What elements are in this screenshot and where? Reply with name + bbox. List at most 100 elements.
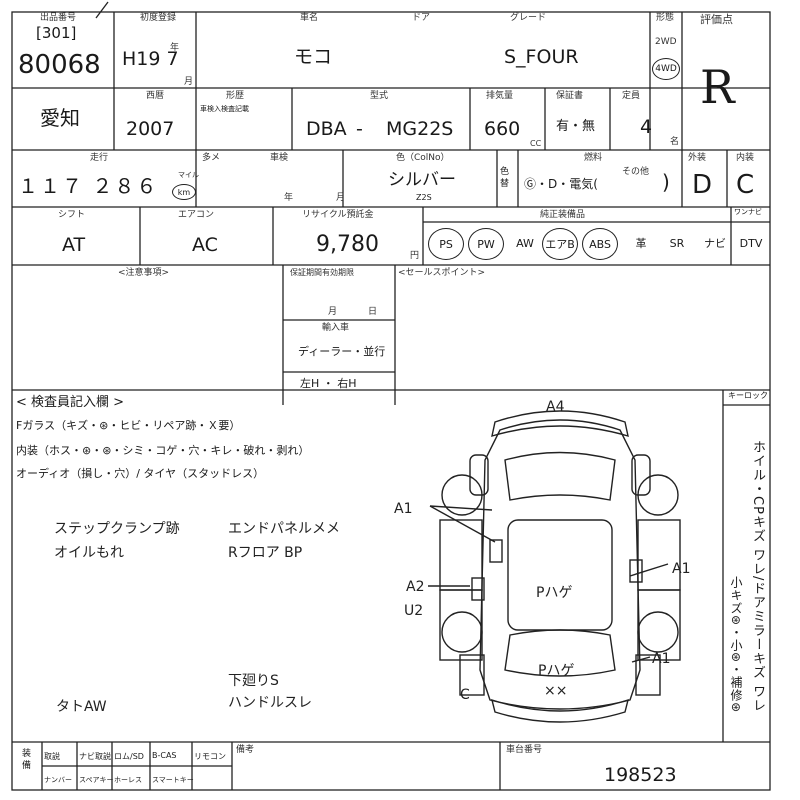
equip-label: 純正装備品 <box>540 210 586 220</box>
import-hand: 左H ・ 右H <box>300 377 357 390</box>
car-diagram <box>428 410 681 723</box>
fuel-label: 燃料 <box>584 153 603 163</box>
model-dash: - <box>356 118 363 140</box>
shaken-label: 車検 <box>270 153 289 163</box>
auction-label: 出品番号 <box>40 13 77 23</box>
equip-item: エアB <box>542 228 578 260</box>
displacement: 660 <box>484 118 521 140</box>
option-item: ロム/SD <box>114 752 144 761</box>
inspector-glass: Fガラス（キズ・⊛・ヒビ・リペア跡・Ｘ要） <box>16 419 241 432</box>
inspector-title: < 検査員記入欄 > <box>16 395 125 410</box>
remarks-label: 備考 <box>236 745 255 755</box>
option-item: B-CAS <box>152 751 177 760</box>
option-item: スマートキー <box>152 776 194 784</box>
diagram-xx: ×× <box>544 683 568 699</box>
equip-item: SR <box>669 236 685 250</box>
meter-label: 多メ <box>202 153 221 163</box>
interior: C <box>736 170 755 200</box>
inspection-label: 保証書 <box>556 91 584 101</box>
km-unit-circled: km <box>172 184 196 200</box>
history-label: 形歴 <box>226 91 245 101</box>
handwritten-note-3: エンドパネルメメ <box>228 521 340 537</box>
equip-item: PS <box>428 228 464 260</box>
model: MG22S <box>386 118 454 140</box>
model-prefix: DBA <box>306 118 347 140</box>
equip-item: PW <box>468 228 504 260</box>
shift: AT <box>62 234 86 256</box>
model-label: 型式 <box>370 91 389 101</box>
sales-label: <セールスポイント> <box>398 268 486 278</box>
displacement-label: 排気量 <box>486 91 514 101</box>
color-code: Z2S <box>416 193 432 202</box>
warranty-month: 月 <box>328 307 338 317</box>
shift-label: シフト <box>58 210 86 220</box>
side-note-2: 小キズ⊛・小⊛・補修⊛ <box>729 576 743 714</box>
month-suffix: 月 <box>184 77 194 87</box>
color-label: 色（ColNo） <box>396 153 450 163</box>
handwritten-note-4: Rフロア BP <box>228 545 303 561</box>
grade: S_FOUR <box>504 46 579 68</box>
options-label: 装備 <box>22 749 32 771</box>
import-label: 輸入車 <box>322 323 350 333</box>
import-type: ディーラー・並行 <box>298 345 386 358</box>
ac: AC <box>192 234 218 256</box>
vin: 198523 <box>604 764 677 786</box>
option-item: スペアキー <box>79 776 114 784</box>
exterior: D <box>692 170 713 200</box>
option-item: リモコン <box>194 752 226 761</box>
color-change-label: 色替 <box>500 167 510 189</box>
model-year-label: 西暦 <box>146 91 165 101</box>
score: R <box>700 60 735 114</box>
ac-label: エアコン <box>178 210 215 220</box>
capacity-unit: 名 <box>670 137 680 147</box>
mileage: １１７ ２８６ <box>18 174 159 198</box>
reg-year: H19 7 <box>122 48 179 70</box>
handwritten-note-7: タトAW <box>56 699 107 715</box>
drive-2wd: 2WD <box>655 37 677 47</box>
recycle-label: リサイクル預託金 <box>302 210 374 220</box>
inspector-interior: 内装（ホス・⊛・⊛・シミ・コゲ・穴・キレ・破れ・剥れ） <box>16 444 310 457</box>
warranty-label: 保証期間有効期限 <box>290 268 354 277</box>
inspector-audio-tire: オーディオ（損し・穴）/ タイヤ（スタッドレス） <box>16 467 265 480</box>
history-sub: 車検入検査記載 <box>200 105 249 113</box>
diagram-a1-right: A1 <box>672 561 691 577</box>
handwritten-note-2: オイルもれ <box>54 545 124 561</box>
recycle-unit: 円 <box>410 251 420 261</box>
lot-number: 80068 <box>18 50 101 80</box>
equip-item: ABS <box>582 228 618 260</box>
option-item: 取説 <box>44 752 60 761</box>
equip-item: ナビ <box>704 237 726 250</box>
diagram-p-hage-rear: Pハゲ <box>538 663 575 679</box>
fuel-close: ) <box>662 170 670 194</box>
inspection: 有・無 <box>556 119 596 134</box>
handwritten-note-5: 下廻りS <box>228 673 279 689</box>
diagram-p-hage-mid: Pハゲ <box>536 585 573 601</box>
handwritten-note-1: ステップクランプ跡 <box>54 521 180 537</box>
option-item: ホーレス <box>114 776 142 784</box>
cc-unit: CC <box>530 139 542 148</box>
capacity: 4 <box>640 116 653 138</box>
fuel-other: その他 <box>622 167 650 177</box>
shaken-month: 月 <box>336 193 346 203</box>
drive-4wd-circled: 4WD <box>652 58 680 80</box>
diagram-u2: U2 <box>404 603 424 619</box>
option-item: ナビ取説 <box>79 752 111 761</box>
caution-label: <注意事項> <box>118 268 170 278</box>
score-label: 評価点 <box>700 13 733 26</box>
drive-label: 形態 <box>656 13 675 23</box>
keyless-label: キーロック <box>728 391 768 400</box>
exterior-label: 外装 <box>688 153 707 163</box>
shaken-year: 年 <box>284 193 294 203</box>
model-year: 2007 <box>126 118 175 140</box>
diagram-a2: A2 <box>406 579 425 595</box>
door-label: ドア <box>412 13 431 23</box>
vin-label: 車台番号 <box>506 745 543 755</box>
handwritten-note-6: ハンドルスレ <box>228 695 312 711</box>
recycle: 9,780 <box>316 232 379 257</box>
onenavi-label: ワンナビ <box>734 208 762 216</box>
interior-label: 内装 <box>736 153 755 163</box>
warranty-day: 日 <box>368 307 378 317</box>
equip-item: 革 <box>635 237 647 250</box>
reg-year-label: 初度登録 <box>140 13 177 23</box>
